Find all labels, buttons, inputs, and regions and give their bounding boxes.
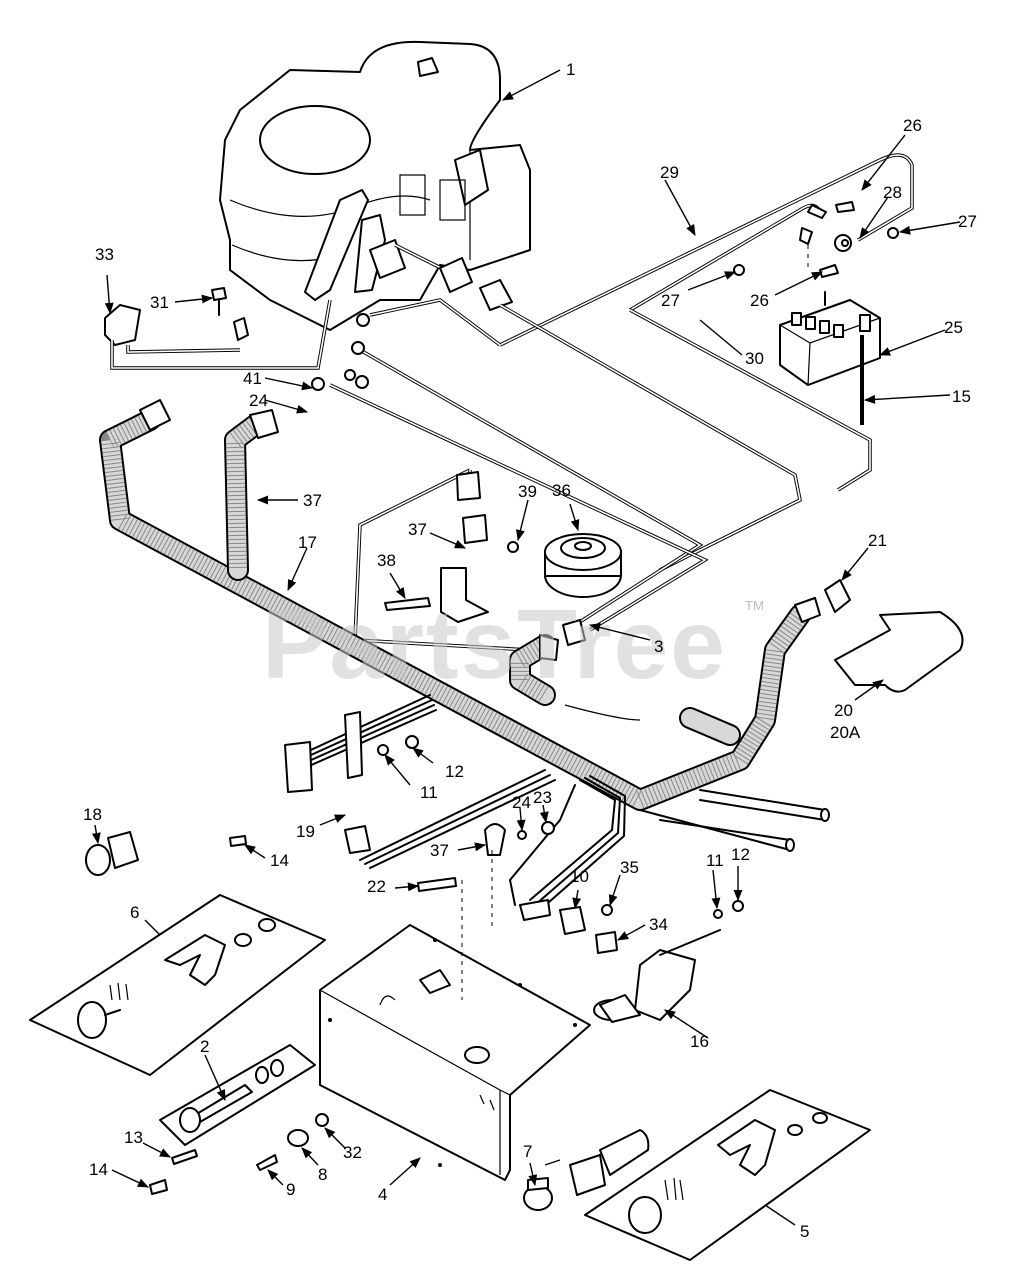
seat-switch [824,579,851,613]
callout-21: 21 [868,531,887,550]
callout-22: 22 [367,877,386,896]
callout-37-upper: 37 [303,491,322,510]
callout-26-upper: 26 [903,116,922,135]
battery-hardware [733,201,899,278]
callout-20: 20 [834,701,853,720]
key-switch-wire-33 [104,287,332,370]
callout-4: 4 [378,1185,387,1204]
callout-27-center: 27 [661,291,680,310]
watermark: PartsTree TM [262,589,764,699]
callout-16: 16 [690,1032,709,1051]
main-harness-conduit [99,399,830,852]
small-hardware [229,711,744,954]
cable-3-connector [562,619,586,646]
callout-3: 3 [654,637,663,656]
callout-11-left: 11 [420,783,438,802]
panel-fasteners [149,1113,329,1195]
callout-18: 18 [83,805,102,824]
kit-6-panel [29,894,326,1076]
battery [779,291,881,386]
callout-14-lower: 14 [89,1160,108,1179]
callout-1: 1 [566,60,575,79]
relays [384,471,519,623]
switch-bracket [834,611,964,693]
engine [219,40,531,331]
pto-clutch [544,533,622,598]
dash-panel [319,850,591,1181]
callout-34: 34 [649,915,668,934]
callout-32: 32 [343,1143,362,1162]
washer-41 [311,377,325,391]
callout-39: 39 [518,482,537,501]
brake-switch-assembly [593,929,721,1023]
bolt-31 [211,287,227,301]
callout-24-upper: 24 [249,391,268,410]
relay-bracket [440,567,489,623]
callout-labels: 1 2 3 4 5 6 7 8 9 10 11 11 12 12 13 14 1… [83,60,977,1241]
callout-2: 2 [200,1037,209,1056]
callout-23: 23 [533,788,552,807]
bolt-38 [384,597,431,611]
callout-11-right: 11 [706,851,724,870]
callout-19: 19 [296,822,315,841]
bolt-22 [417,877,457,892]
callout-25: 25 [944,318,963,337]
callout-5: 5 [800,1222,809,1241]
callout-27-right: 27 [958,212,977,231]
kit-2-panel [159,1044,316,1146]
callout-8: 8 [318,1165,327,1184]
callout-29: 29 [660,163,679,182]
ignition-switch [523,1129,650,1211]
callout-14-upper: 14 [270,851,289,870]
engine-plug-connector [439,257,473,293]
light-switch [85,831,139,876]
watermark-trademark: TM [745,598,764,613]
callout-15: 15 [952,387,971,406]
harness-plug-connector [479,279,513,311]
callout-9: 9 [286,1180,295,1199]
callout-12-right: 12 [731,845,750,864]
callout-37-lower: 37 [430,841,449,860]
callout-7: 7 [523,1142,532,1161]
harness-leads [284,694,626,921]
leader-lines [91,69,961,1226]
callout-20a: 20A [830,723,861,742]
callout-10: 10 [570,867,589,886]
multi-pin-connector [284,741,313,793]
callout-30: 30 [745,349,764,368]
callout-31: 31 [150,293,169,312]
callout-33: 33 [95,245,114,264]
callout-12-left: 12 [445,762,464,781]
callout-26-lower: 26 [750,291,769,310]
callout-35: 35 [620,858,639,877]
watermark-text: PartsTree [262,589,727,699]
callout-28: 28 [883,183,902,202]
callout-38: 38 [377,551,396,570]
callout-17: 17 [298,533,317,552]
callout-36: 36 [552,481,571,500]
wire-harness-engine [311,153,914,652]
callout-37-center: 37 [408,520,427,539]
kit-5-panel [584,1089,871,1261]
callout-6: 6 [130,903,139,922]
callout-13: 13 [124,1128,143,1147]
callout-41: 41 [243,369,262,388]
callout-24-lower: 24 [512,793,531,812]
